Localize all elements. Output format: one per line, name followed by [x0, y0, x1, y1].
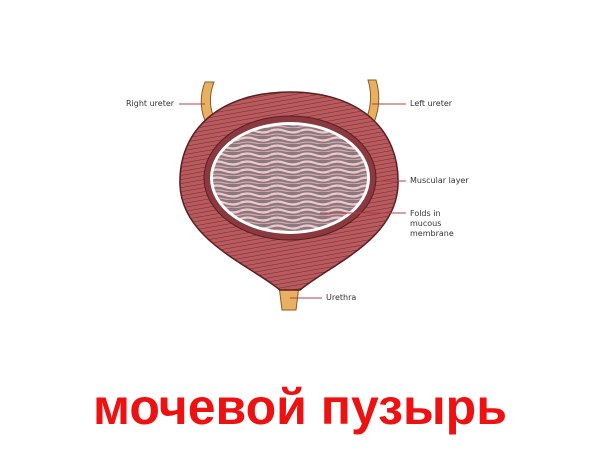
bladder-diagram: Right ureter Left ureter Muscular layer … — [126, 79, 469, 311]
label-right-ureter: Right ureter — [126, 99, 175, 108]
label-muscular-layer: Muscular layer — [410, 176, 469, 185]
label-urethra: Urethra — [326, 293, 357, 302]
label-left-ureter: Left ureter — [410, 99, 453, 108]
label-folds-mucous-membrane: Folds in mucous membrane — [410, 209, 454, 238]
bladder-illustration — [179, 79, 406, 311]
page-title: мочевой пузырь — [93, 379, 507, 435]
mucous-membrane — [213, 125, 367, 231]
